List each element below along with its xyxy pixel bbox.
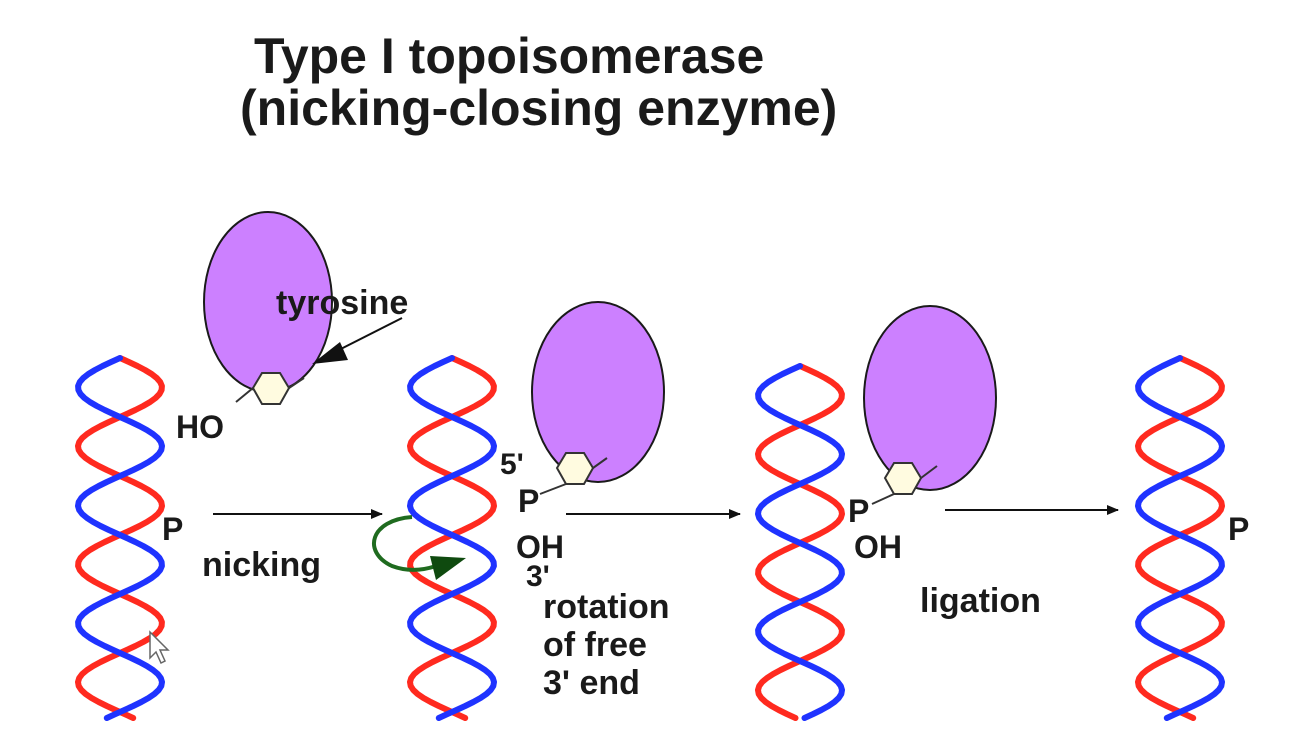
rotation-label-line-2: of free	[543, 626, 647, 664]
oh-label: OH	[516, 529, 564, 565]
rotation-label-line-3: 3' end	[543, 664, 640, 702]
tyrosine-pointer-arrowhead	[312, 342, 348, 364]
mouse-pointer-icon	[149, 630, 170, 665]
phosphate-label: P	[848, 493, 869, 529]
ligation-label: ligation	[920, 582, 1041, 620]
phosphate-label: P	[1228, 511, 1249, 547]
enzyme-oval	[531, 301, 665, 483]
three-prime-label: 3'	[526, 560, 550, 593]
hexagon-ring-icon	[235, 372, 305, 405]
dna-helix-intact	[75, 355, 165, 721]
dna-strand-blue	[755, 363, 845, 721]
title-line-1: Type I topoisomerase	[254, 28, 765, 84]
dna-helix-ligated	[1135, 355, 1225, 721]
phosphate-label: P	[518, 483, 539, 519]
dna-helix-rotated	[755, 363, 845, 721]
tyrosine-label: tyrosine	[276, 284, 408, 322]
curved-rotation-arrow-icon	[372, 515, 466, 580]
five-prime-label: 5'	[500, 448, 524, 481]
ho-label: HO	[176, 409, 224, 445]
oh-label: OH	[854, 529, 902, 565]
enzyme-oval	[863, 305, 997, 491]
nicking-label: nicking	[202, 546, 321, 584]
dna-helix-nicked	[407, 355, 497, 721]
phosphate-label: P	[162, 511, 183, 547]
hexagon-ring-icon	[871, 462, 938, 505]
dna-strand-blue	[1135, 355, 1225, 721]
dna-strand-blue	[407, 355, 497, 721]
rotation-label-line-1: rotation	[543, 588, 670, 626]
page-title: Type I topoisomerase (nicking-closing en…	[240, 30, 1100, 134]
dna-strand-blue	[75, 355, 165, 721]
hexagon-ring-icon	[539, 452, 608, 495]
title-line-2: (nicking-closing enzyme)	[240, 80, 838, 136]
